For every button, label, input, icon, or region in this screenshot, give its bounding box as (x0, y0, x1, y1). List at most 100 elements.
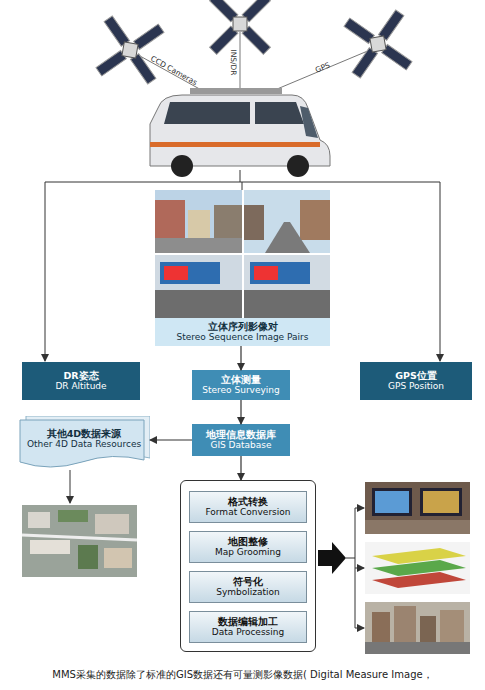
chinese-label: 其他4D数据来源 (47, 428, 122, 439)
connector (240, 346, 241, 370)
billboard (254, 266, 278, 280)
page-front (20, 420, 144, 467)
map-layers (365, 542, 470, 594)
billboard (164, 266, 188, 280)
wheel (287, 155, 309, 177)
english-label: GIS Database (210, 440, 271, 451)
step-box: 符号化Symbolization (189, 571, 307, 603)
monitor (420, 488, 462, 516)
road (22, 535, 137, 540)
chinese-label: 格式转换 (228, 496, 268, 507)
satellite (210, 0, 271, 54)
chinese-label: 地图整修 (228, 536, 268, 547)
trees (58, 510, 88, 522)
building (440, 610, 464, 642)
link-label: GPS (313, 60, 330, 74)
link-label: CCD Cameras (149, 53, 199, 86)
satellite (343, 9, 413, 79)
building (372, 612, 390, 642)
english-label: Other 4D Data Resources (27, 439, 141, 450)
wire (242, 182, 243, 190)
building (214, 205, 242, 240)
satellite-body (233, 17, 247, 31)
windshield (300, 106, 318, 138)
building (420, 616, 436, 642)
roof-rack (190, 88, 282, 94)
ground (365, 642, 470, 654)
roof (30, 540, 70, 554)
city-model (365, 602, 470, 654)
photo-sky (155, 255, 242, 318)
english-label: Stereo Sequence Image Pairs (177, 332, 309, 343)
bracket (355, 568, 364, 569)
chinese-label: 地理信息数据库 (206, 429, 276, 440)
building (300, 200, 330, 240)
stereo-photos (155, 190, 330, 318)
big-arrow (318, 542, 346, 574)
process-box: 立体测量Stereo Surveying (192, 370, 290, 400)
van-body (150, 95, 330, 166)
connector (240, 400, 241, 424)
photo-sky (244, 190, 330, 253)
bracket (355, 508, 364, 509)
van-window (164, 102, 250, 124)
wheel (171, 155, 193, 177)
photo-sky (155, 190, 242, 253)
layer (372, 548, 466, 564)
chinese-label: 立体测量 (221, 374, 261, 385)
roof (95, 514, 129, 534)
layer (372, 572, 466, 588)
link-label: INS/DR (229, 49, 238, 75)
photo-bg (365, 602, 470, 654)
aerial-ground (22, 505, 137, 577)
chinese-label: DR姿态 (63, 370, 98, 381)
process-box: DR姿态DR Altitude (22, 362, 140, 400)
caption-band: 立体序列影像对Stereo Sequence Image Pairs (155, 318, 330, 346)
road (265, 222, 310, 253)
building (188, 210, 210, 240)
caption: MMS采集的数据除了标准的GIS数据还有可量测影像数据( Digital Mea… (0, 668, 485, 682)
street (155, 290, 242, 318)
english-label: GPS Position (388, 381, 444, 392)
bracket (355, 628, 364, 629)
trees (78, 545, 98, 569)
document-shape: 其他4D数据来源Other 4D Data Resources (18, 416, 150, 470)
chinese-label: 立体序列影像对 (208, 321, 278, 332)
aerial-image (22, 505, 137, 577)
photo-bg (365, 542, 470, 594)
screen (375, 491, 409, 513)
screen (423, 491, 459, 513)
street (244, 290, 330, 318)
building (394, 606, 416, 642)
container-box: 格式转换Format Conversion 地图整修Map Grooming 符号化… (180, 480, 316, 652)
photo-sky (244, 255, 330, 318)
english-label: Map Grooming (215, 547, 281, 558)
connector (240, 456, 241, 480)
van-stripe (150, 142, 320, 147)
building (155, 200, 185, 240)
survey-van (150, 88, 330, 177)
step-box: 数据编辑加工Data Processing (189, 611, 307, 643)
wire (440, 182, 441, 361)
english-label: Stereo Surveying (202, 385, 279, 396)
satellite-body (370, 36, 386, 52)
roof (28, 512, 50, 528)
wire (70, 470, 71, 503)
process-box: GPS位置GPS Position (360, 362, 472, 400)
satellite (95, 15, 165, 85)
billboard (160, 262, 220, 284)
photo-bg (365, 482, 470, 534)
english-label: Symbolization (216, 587, 280, 598)
english-label: Format Conversion (205, 507, 290, 518)
step-box: 格式转换Format Conversion (189, 491, 307, 523)
monitor (372, 488, 412, 516)
step-box: 地图整修Map Grooming (189, 531, 307, 563)
chinese-label: 符号化 (233, 576, 263, 587)
wire (240, 170, 241, 182)
link-line (240, 32, 241, 90)
satellite-body (122, 42, 138, 58)
building (244, 205, 264, 240)
english-label: Data Processing (212, 627, 284, 638)
chinese-label: GPS位置 (395, 370, 437, 381)
connector (150, 439, 192, 440)
